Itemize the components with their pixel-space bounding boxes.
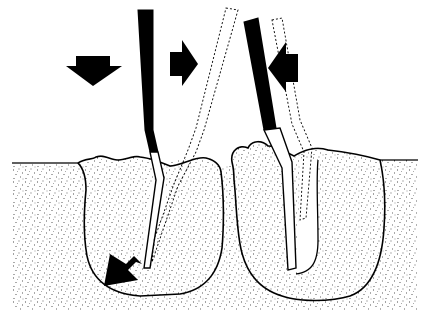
- right-instrument-shaft: [244, 18, 282, 142]
- arrow-right-icon: [170, 40, 198, 86]
- left-instrument-shaft: [138, 10, 158, 152]
- arrow-down-icon: [66, 56, 122, 86]
